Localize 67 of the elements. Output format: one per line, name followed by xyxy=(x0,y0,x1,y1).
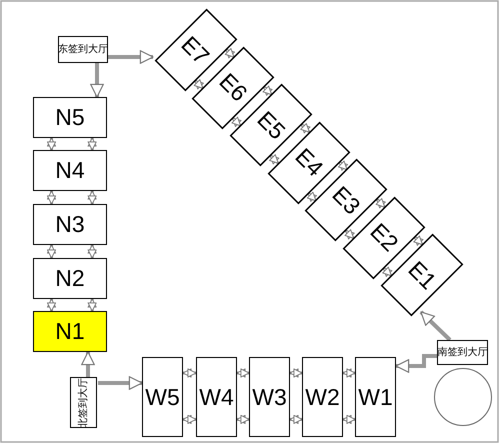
double-arrow xyxy=(182,368,196,378)
double-arrow xyxy=(300,123,310,134)
double-arrow xyxy=(236,414,250,424)
room-label: W4 xyxy=(199,386,234,408)
room-label: E2 xyxy=(366,219,402,256)
double-arrow xyxy=(88,138,97,150)
room-label: E1 xyxy=(404,256,440,294)
room-label: E6 xyxy=(215,69,252,106)
room-box xyxy=(196,357,237,437)
double-arrow xyxy=(342,414,356,424)
room-label: E4 xyxy=(290,144,327,181)
hall-label: 东签到大厅 xyxy=(58,44,108,54)
double-arrow xyxy=(269,154,280,164)
double-arrow xyxy=(306,192,317,202)
hall-box xyxy=(58,36,108,63)
room-label: W3 xyxy=(252,386,287,408)
room-box xyxy=(33,97,107,138)
room-label: W5 xyxy=(145,386,180,408)
double-arrow xyxy=(290,414,302,424)
double-arrow xyxy=(342,368,356,378)
room-label: E7 xyxy=(177,32,214,68)
room-label: W1 xyxy=(358,386,393,408)
double-arrow xyxy=(47,138,56,150)
room-box xyxy=(142,357,183,437)
double-arrow xyxy=(236,368,250,378)
arrow xyxy=(108,50,154,64)
arrow xyxy=(90,63,104,98)
double-arrow xyxy=(194,79,204,90)
double-arrow xyxy=(47,244,56,258)
double-arrow xyxy=(262,86,273,96)
room-box xyxy=(33,204,107,245)
double-arrow xyxy=(382,266,392,277)
hall-box xyxy=(70,377,97,428)
room-box xyxy=(355,357,396,437)
room-label: N4 xyxy=(55,159,85,182)
arrow xyxy=(81,351,95,377)
double-arrow xyxy=(88,244,97,258)
room-label: W2 xyxy=(305,386,340,408)
room-box xyxy=(33,311,107,352)
room-label: E3 xyxy=(328,182,364,218)
arrow xyxy=(395,354,437,373)
double-arrow xyxy=(47,190,56,204)
hall-label: 南签到大厅 xyxy=(438,348,488,358)
room-box xyxy=(302,357,343,437)
double-arrow xyxy=(338,160,348,171)
double-arrow xyxy=(47,298,56,312)
room-label: N3 xyxy=(55,213,85,236)
room-box xyxy=(33,258,107,299)
arrow xyxy=(98,376,143,390)
room-label: E5 xyxy=(252,106,289,144)
double-arrow xyxy=(231,116,242,127)
double-arrow xyxy=(376,198,386,208)
double-arrow xyxy=(413,236,424,246)
double-arrow xyxy=(290,368,302,378)
room-label: N2 xyxy=(55,267,85,290)
double-arrow xyxy=(88,190,97,204)
room-box xyxy=(249,357,290,437)
double-arrow xyxy=(344,229,355,240)
double-arrow xyxy=(182,414,196,424)
room-box xyxy=(33,150,107,191)
hall-label: 北签到大厅 xyxy=(78,378,88,428)
double-arrow xyxy=(88,298,97,312)
room-label: N1 xyxy=(55,320,85,343)
arrow xyxy=(420,310,452,342)
hall-box xyxy=(437,340,488,365)
double-arrow xyxy=(224,48,235,58)
room-label: N5 xyxy=(55,106,85,129)
